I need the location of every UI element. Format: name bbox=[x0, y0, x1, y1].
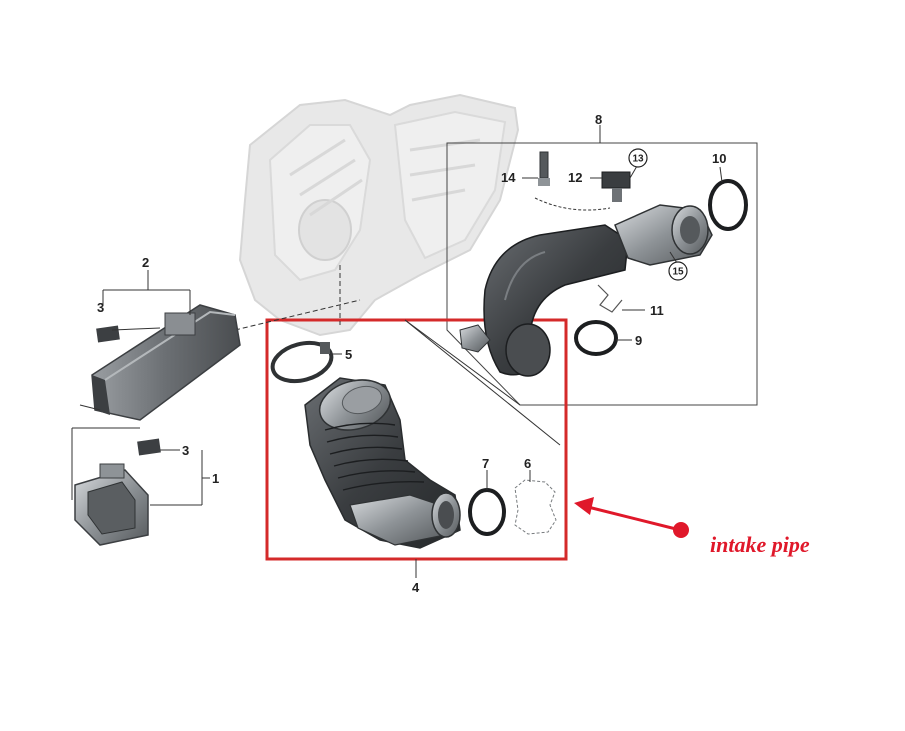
leaders-13-15 bbox=[629, 165, 678, 264]
sensor-part-14 bbox=[522, 151, 611, 211]
label-part-1: 1 bbox=[212, 471, 219, 486]
label-part-9: 9 bbox=[635, 333, 642, 348]
label-part-5: 5 bbox=[345, 347, 352, 362]
o-ring-part-9 bbox=[574, 320, 632, 356]
part-labels: 2 3 3 1 5 7 6 4 8 14 12 10 11 9 13 15 bbox=[97, 112, 726, 595]
o-ring-part-10 bbox=[708, 166, 748, 231]
label-part-10: 10 bbox=[712, 151, 726, 166]
duct-part-2 bbox=[79, 304, 241, 421]
wire-clip-part-11 bbox=[597, 284, 645, 313]
seal-part-6 bbox=[514, 470, 557, 535]
leaders-left bbox=[71, 270, 210, 506]
label-part-2: 2 bbox=[142, 255, 149, 270]
label-part-7: 7 bbox=[482, 456, 489, 471]
callout-label: intake pipe bbox=[710, 532, 810, 557]
clip-part-3-lower bbox=[137, 438, 161, 456]
label-part-15: 15 bbox=[672, 267, 684, 278]
circle-part-13 bbox=[628, 148, 648, 168]
callout-arrow bbox=[574, 497, 689, 538]
label-part-3-upper: 3 bbox=[97, 300, 104, 315]
label-part-11: 11 bbox=[650, 303, 664, 318]
connection-lines bbox=[234, 265, 561, 578]
group-box-part-8 bbox=[446, 125, 758, 406]
clip-part-3-upper bbox=[96, 325, 120, 343]
label-part-3-lower: 3 bbox=[182, 443, 189, 458]
boost-hose-part-8 bbox=[459, 204, 713, 377]
label-part-8: 8 bbox=[595, 112, 602, 127]
label-part-14: 14 bbox=[501, 170, 516, 185]
label-part-6: 6 bbox=[524, 456, 531, 471]
o-ring-part-7 bbox=[468, 470, 506, 536]
air-filter-housing-ghost bbox=[238, 93, 520, 337]
label-part-13: 13 bbox=[632, 154, 644, 165]
clamp-part-5 bbox=[270, 340, 342, 384]
label-part-4: 4 bbox=[412, 580, 420, 595]
label-part-12: 12 bbox=[568, 170, 582, 185]
intake-pipe-part-4 bbox=[304, 377, 461, 549]
inlet-frame-part-1 bbox=[74, 463, 149, 546]
circle-part-15 bbox=[668, 261, 688, 281]
sensor-part-12 bbox=[590, 171, 631, 202]
